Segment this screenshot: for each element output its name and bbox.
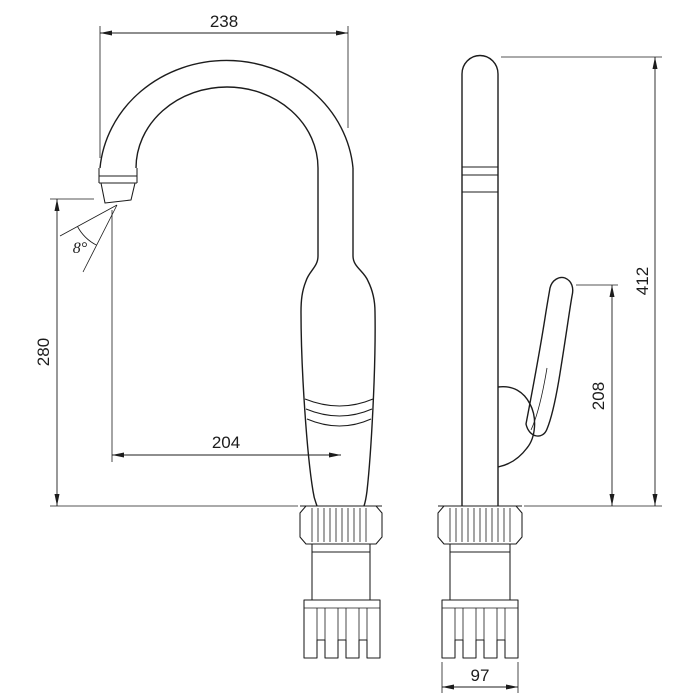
body-detail-lines — [304, 398, 374, 427]
dim-412-extension-lines — [501, 56, 662, 507]
dimension-annotations: 238 280 204 8° 412 208 97 — [34, 12, 662, 693]
base-nut-slots-right — [442, 607, 518, 640]
handle-base — [497, 385, 536, 468]
riser-tube-left — [311, 544, 371, 600]
dim-base-width-label: 97 — [471, 666, 490, 685]
base-nut-left — [303, 599, 381, 659]
dim-spout-reach-overall-label: 238 — [210, 12, 238, 31]
dim-angle-lines — [59, 204, 118, 273]
mounting-flange-left — [299, 505, 383, 545]
faucet-front-view — [437, 54, 574, 659]
base-nut-slots-left — [304, 607, 380, 640]
dim-total-height-label: 412 — [633, 267, 652, 295]
handle-lever-detail — [530, 367, 548, 431]
dim-spout-angle-label: 8° — [73, 240, 88, 257]
riser-column — [461, 54, 499, 506]
handle-lever — [525, 276, 574, 437]
aerator-band — [462, 166, 498, 193]
dim-handle-height-label: 208 — [589, 382, 608, 410]
knurl-hatching-right — [449, 508, 511, 542]
dim-outlet-height-label: 280 — [34, 338, 53, 366]
base-nut-right — [441, 599, 519, 659]
spout-tip — [98, 168, 138, 204]
dim-spout-outlet-reach-label: 204 — [212, 433, 240, 452]
dim-238-extension-lines — [99, 26, 349, 158]
gooseneck-spout-curve — [99, 59, 354, 169]
faucet-body-outline — [300, 168, 376, 507]
knurl-hatching-left — [311, 508, 367, 542]
faucet-side-view — [98, 59, 383, 659]
mounting-flange-right — [437, 505, 523, 545]
dim-angle-arc — [77, 226, 97, 246]
riser-tube-right — [449, 544, 511, 600]
